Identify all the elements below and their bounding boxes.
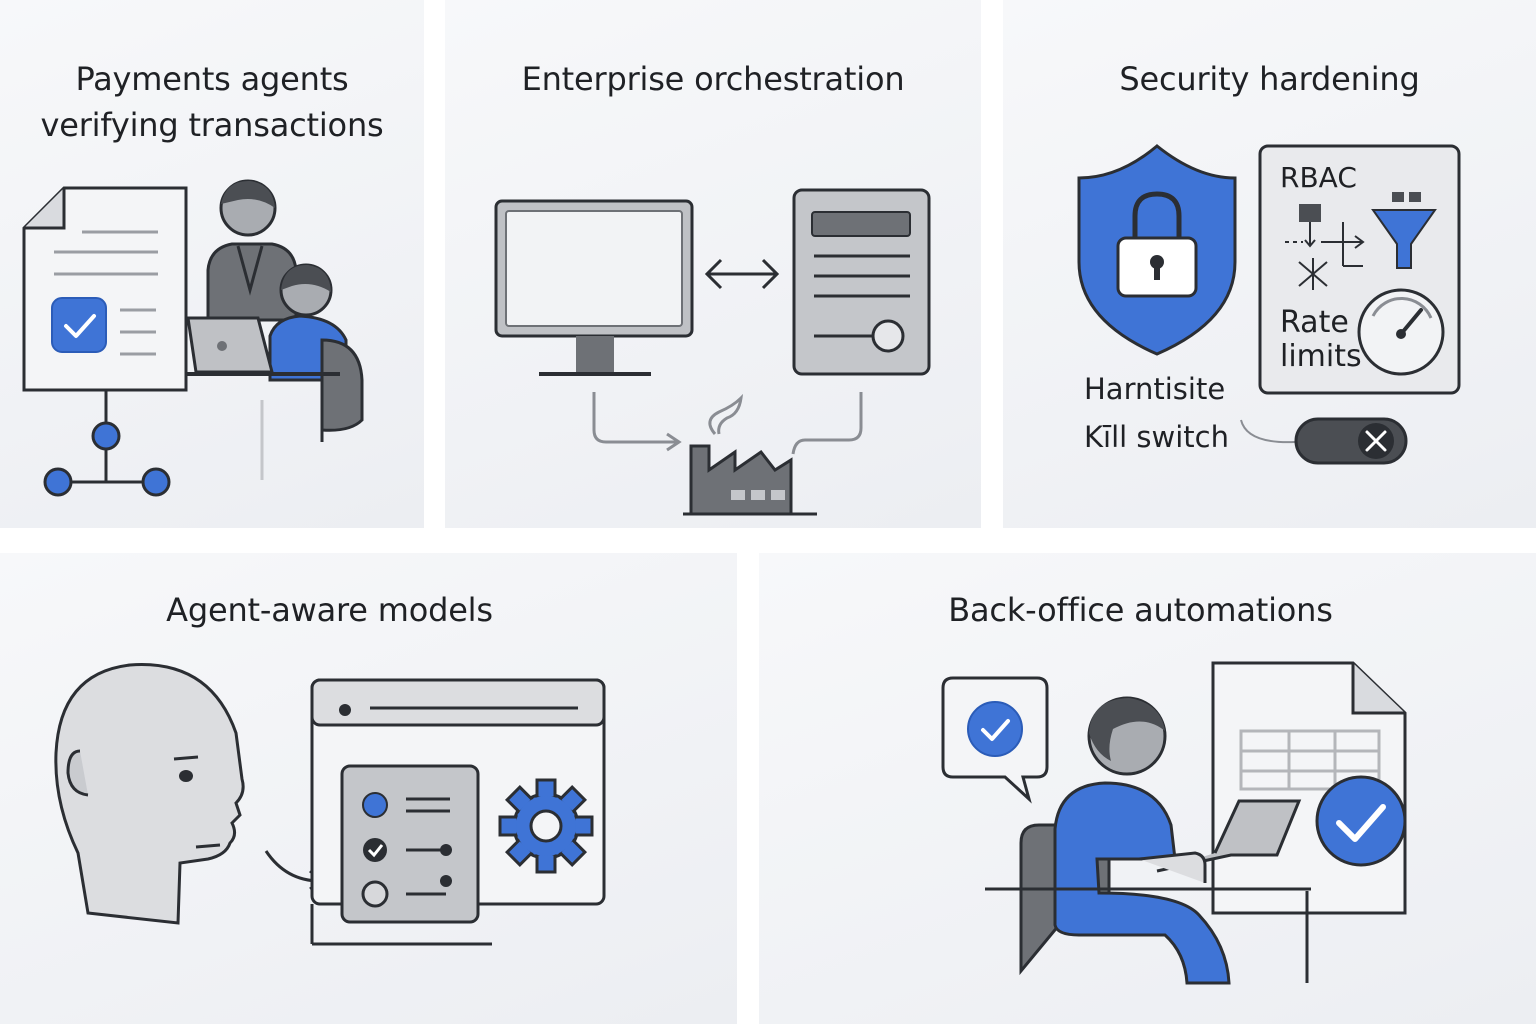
check-badge-icon (1315, 775, 1407, 867)
panel-title: Agent-aware models (166, 591, 493, 629)
security-illustration (1077, 144, 1461, 465)
gear-icon (498, 778, 594, 874)
panel-enterprise-orchestration: Enterprise orchestration (445, 0, 981, 528)
panel-back-office-automations: Back-office automations (759, 553, 1536, 1024)
panel-agent-aware-models: Agent-aware models (0, 553, 737, 1024)
panel-payments-agents: Payments agents verifying transactions (0, 0, 424, 528)
gauge-icon (1357, 288, 1445, 376)
monitor-icon (494, 199, 694, 376)
panel-title: Back-office automations (948, 591, 1333, 629)
document-check-icon (22, 186, 188, 392)
network-nodes-icon (43, 390, 171, 497)
backoffice-illustration (941, 661, 1407, 985)
bidirectional-arrow-icon (704, 258, 780, 290)
payments-illustration (22, 179, 364, 497)
rate-limits-label: Rate limits (1280, 305, 1362, 374)
panel-title: Enterprise orchestration (521, 60, 905, 98)
server-icon (792, 188, 931, 376)
models-illustration (54, 663, 606, 946)
checklist-icon (340, 764, 480, 924)
chat-check-icon (941, 676, 1049, 804)
funnel-icon (1371, 209, 1437, 269)
shield-lock-icon (1077, 144, 1237, 356)
people-icon (206, 179, 364, 480)
connector-lines (592, 392, 863, 455)
harntisite-label: Harntisite (1084, 372, 1226, 406)
panel-security-hardening: Security hardening (1003, 0, 1536, 528)
person-laptop-icon (985, 696, 1311, 985)
rbac-label: RBAC (1280, 161, 1357, 194)
toggle-switch-icon (1240, 417, 1408, 465)
panel-title: Security hardening (1119, 60, 1420, 98)
orchestration-illustration (494, 188, 931, 516)
laptop-icon (186, 316, 340, 376)
kill-switch-label: Kīll switch (1084, 420, 1229, 454)
head-profile-icon (54, 663, 245, 925)
factory-icon (683, 393, 817, 516)
panel-title: Payments agents verifying transactions (40, 60, 384, 144)
